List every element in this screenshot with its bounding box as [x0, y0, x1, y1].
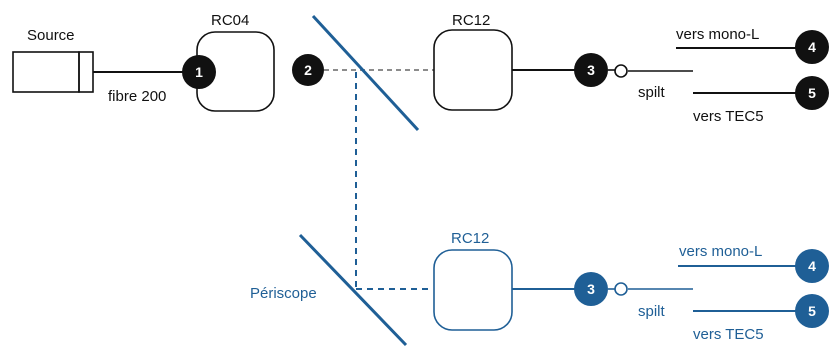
rc12-top-box — [433, 29, 513, 111]
svg-text:4: 4 — [808, 258, 816, 274]
rc04-label: RC04 — [211, 12, 249, 29]
vers-tec-label-bottom: vers TEC5 — [693, 326, 764, 343]
mirror-periscope — [298, 233, 408, 347]
split-label-top: spilt — [638, 84, 666, 101]
marker-4-bottom: 4 — [795, 249, 829, 283]
marker-3-bottom: 3 — [574, 272, 608, 306]
marker-4-top: 4 — [795, 30, 829, 64]
rc12-bottom-box — [433, 249, 513, 331]
periscope-label: Périscope — [250, 285, 317, 302]
source-box — [12, 51, 94, 93]
mirror-top — [311, 14, 420, 132]
vers-tec-label-top: vers TEC5 — [693, 108, 764, 125]
marker-3-top: 3 — [574, 53, 608, 87]
split-node-bottom — [614, 282, 628, 296]
split-node-top — [614, 64, 628, 78]
rc12-top-label: RC12 — [452, 12, 490, 29]
split-label-bottom: spilt — [638, 303, 666, 320]
svg-text:2: 2 — [304, 62, 312, 78]
marker-5-top: 5 — [795, 76, 829, 110]
marker-1: 1 — [182, 55, 216, 89]
vers-mono-label-bottom: vers mono-L — [679, 243, 762, 260]
rc12-bottom-label: RC12 — [451, 230, 489, 247]
marker-2: 2 — [292, 54, 324, 86]
svg-text:4: 4 — [808, 39, 816, 55]
svg-text:1: 1 — [195, 64, 203, 80]
source-label: Source — [27, 27, 75, 44]
vers-mono-label-top: vers mono-L — [676, 26, 759, 43]
fibre-label: fibre 200 — [108, 88, 166, 105]
marker-5-bottom: 5 — [795, 294, 829, 328]
svg-text:5: 5 — [808, 303, 816, 319]
svg-text:5: 5 — [808, 85, 816, 101]
svg-text:3: 3 — [587, 281, 595, 297]
svg-text:3: 3 — [587, 62, 595, 78]
